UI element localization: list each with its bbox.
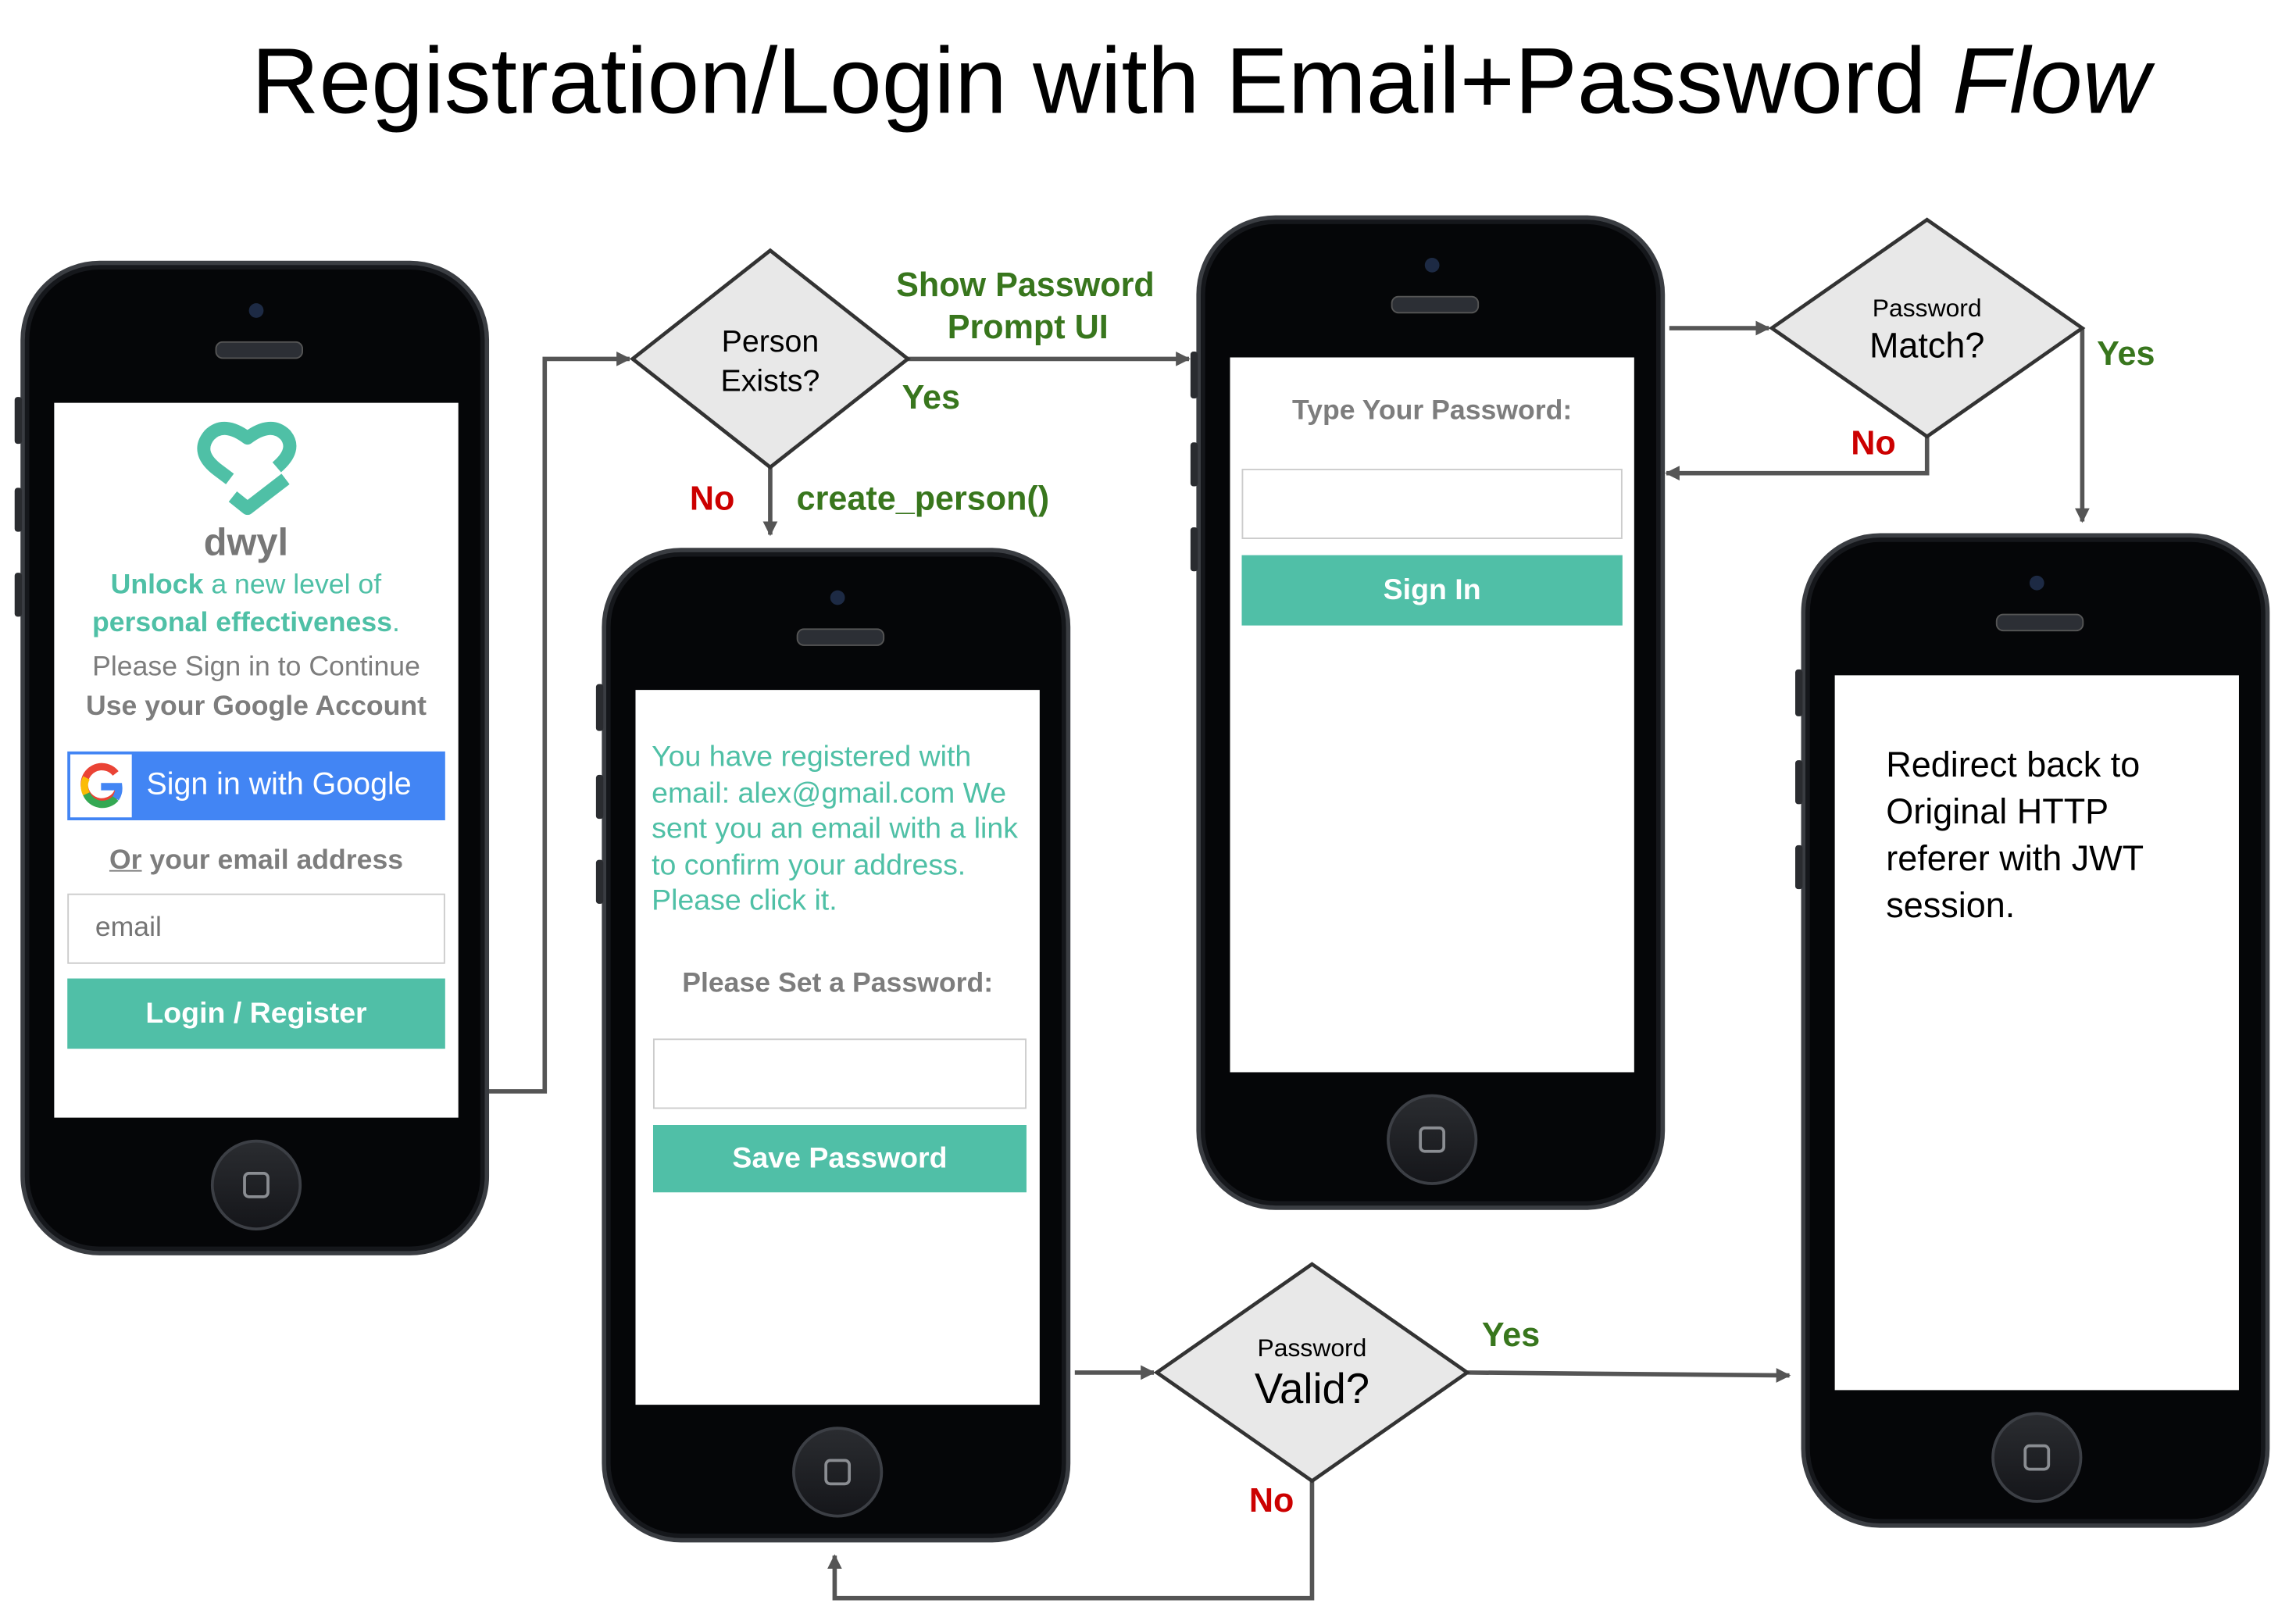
label-match-no: No bbox=[1851, 423, 1896, 462]
label-exists-yes: Yes bbox=[902, 377, 960, 416]
label-exists-no: No bbox=[689, 479, 735, 517]
home-button bbox=[210, 1139, 302, 1230]
speaker bbox=[215, 341, 304, 359]
camera bbox=[248, 303, 264, 318]
label-valid-yes: Yes bbox=[1481, 1315, 1541, 1354]
sign-in-screen: Type Your Password: Sign In bbox=[1230, 357, 1634, 1073]
new-password-input[interactable] bbox=[652, 1038, 1027, 1109]
password-match-line2: Match? bbox=[1869, 325, 1985, 365]
label-valid-no: No bbox=[1248, 1480, 1294, 1520]
google-g-icon bbox=[70, 754, 132, 818]
password-valid-line1: Password bbox=[1258, 1334, 1367, 1362]
decision-password-match bbox=[1768, 217, 2086, 439]
dwyl-heart-logo-icon bbox=[197, 422, 297, 516]
or-email-text: Or your email address bbox=[109, 845, 404, 877]
home-button bbox=[1991, 1412, 2083, 1503]
set-password-screen: You have registered with email: alex@gma… bbox=[635, 690, 1040, 1405]
set-password-label: Please Set a Password: bbox=[682, 968, 994, 999]
arrow-match-no bbox=[1665, 436, 1930, 480]
label-prompt-ui: Prompt UI bbox=[947, 307, 1109, 346]
login-register-button[interactable]: Login / Register bbox=[67, 978, 445, 1049]
registered-message: You have registered with email: alex@gma… bbox=[652, 741, 1018, 917]
dwyl-logo-text: dwyl bbox=[203, 520, 289, 564]
redirect-screen: Redirect back to Original HTTP referer w… bbox=[1834, 675, 2239, 1391]
password-valid-line2: Valid? bbox=[1255, 1365, 1369, 1412]
arrow-valid-yes bbox=[1467, 1368, 1791, 1383]
person-exists-line1: Person bbox=[722, 324, 819, 359]
password-match-line1: Password bbox=[1873, 294, 1982, 322]
arrow-valid-no bbox=[827, 1480, 1315, 1601]
use-google-text: Use your Google Account bbox=[86, 691, 427, 723]
label-match-yes: Yes bbox=[2097, 334, 2155, 373]
save-password-button[interactable]: Save Password bbox=[652, 1125, 1027, 1193]
email-input[interactable] bbox=[67, 893, 445, 964]
person-exists-line2: Exists? bbox=[721, 364, 820, 398]
decision-person-exists bbox=[629, 248, 911, 470]
phone-set-password: You have registered with email: alex@gma… bbox=[595, 548, 1071, 1543]
sign-in-button[interactable]: Sign In bbox=[1241, 555, 1623, 626]
google-sign-in-button[interactable]: Sign in with Google bbox=[67, 751, 445, 820]
phone-sign-in: Type Your Password: Sign In bbox=[1190, 215, 1666, 1210]
label-show-password: Show Password bbox=[896, 265, 1155, 304]
decision-password-valid bbox=[1153, 1262, 1471, 1484]
google-button-label: Sign in with Google bbox=[146, 767, 412, 802]
redirect-message: Redirect back to Original HTTP referer w… bbox=[1886, 745, 2144, 926]
label-create-person: create_person() bbox=[796, 479, 1050, 517]
please-sign-in-text: Please Sign in to Continue bbox=[92, 652, 420, 683]
type-password-label: Type Your Password: bbox=[1292, 395, 1573, 427]
phone-redirect: Redirect back to Original HTTP referer w… bbox=[1795, 533, 2270, 1528]
home-button bbox=[1387, 1094, 1478, 1185]
diagram-title: Registration/Login with Email+Password F… bbox=[251, 27, 2151, 134]
password-input[interactable] bbox=[1241, 469, 1623, 539]
home-button bbox=[792, 1427, 884, 1518]
